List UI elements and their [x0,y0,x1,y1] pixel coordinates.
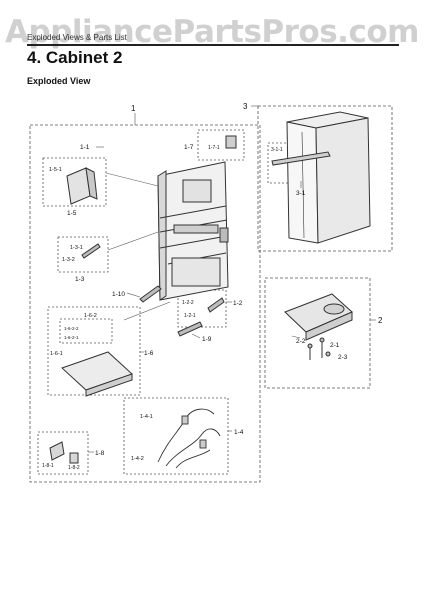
callout-1-3-2: 1-3-2 [62,257,75,263]
outer-case-part [286,111,371,244]
bracket-part-1-7 [225,135,237,149]
callout-2-1: 2-1 [330,342,340,349]
group-box-1-4 [123,397,229,475]
callout-1-5: 1-5 [67,210,77,217]
rail-part-1-9 [177,321,203,337]
hinge-part-1-3 [81,243,101,259]
callout-1: 1 [131,104,136,113]
callout-2-2: 2-2 [296,338,306,345]
callout-1-8-1: 1-8-1 [42,463,54,469]
callout-1-5-1: 1-5-1 [49,167,62,173]
rail-part-1-2 [207,297,225,313]
callout-2-3: 2-3 [338,354,348,361]
callout-1-6-1: 1-6-1 [50,351,63,357]
panel-part-1-6 [61,351,133,397]
callout-1-2-1: 1-2-1 [184,313,196,319]
guide-part-1-5 [66,167,98,205]
group-box-1 [29,124,261,483]
part-1-8 [49,441,79,464]
callout-3-1-1: 3-1-1 [271,147,283,153]
group-box-1-6 [47,306,141,396]
section-subtitle: Exploded View [27,76,91,86]
callout-3-1: 3-1 [296,190,306,197]
group-box-2 [264,277,371,389]
group-box-3 [257,105,393,252]
callout-1-4-1: 1-4-1 [140,414,153,420]
callout-1-1: 1-1 [80,144,90,151]
cabinet-body-part [157,161,229,301]
group-box-1-7 [197,129,245,161]
wire-harness-part-1-4 [157,408,221,469]
callout-1-10: 1-10 [112,291,125,298]
callout-1-2: 1-2 [233,300,243,307]
callout-1-3: 1-3 [75,276,85,283]
callout-1-8: 1-8 [95,450,105,457]
callout-3: 3 [243,102,248,111]
screw-parts-2 [307,337,331,360]
callout-1-7-1: 1-7-1 [208,145,220,151]
callout-1-6-2-1: 1-6-2-1 [64,335,79,340]
rail-part-1-10 [139,285,162,303]
callout-1-3-1: 1-3-1 [70,245,83,251]
callout-1-6: 1-6 [144,350,154,357]
group-box-1-8 [37,431,89,475]
callout-1-6-2-2: 1-6-2-2 [64,326,79,331]
page-title: 4. Cabinet 2 [27,48,123,67]
leader-lines [88,105,376,453]
callout-1-4-2: 1-4-2 [131,456,144,462]
callout-1-6-2: 1-6-2 [84,313,97,319]
callout-2: 2 [378,316,383,325]
callout-1-4: 1-4 [234,429,244,436]
cover-part-2 [284,293,353,341]
callout-1-9: 1-9 [202,336,212,343]
breadcrumb: Exploded Views & Parts List [27,33,127,42]
title-rule [27,44,399,46]
group-box-1-5 [42,157,107,207]
group-box-1-6-2 [59,318,113,344]
callout-1-8-2: 1-8-2 [68,465,80,471]
rail-part-3-1 [271,151,331,166]
group-box-1-3 [57,236,109,273]
callout-1-2-2: 1-2-2 [182,300,194,306]
callout-1-7: 1-7 [184,144,194,151]
